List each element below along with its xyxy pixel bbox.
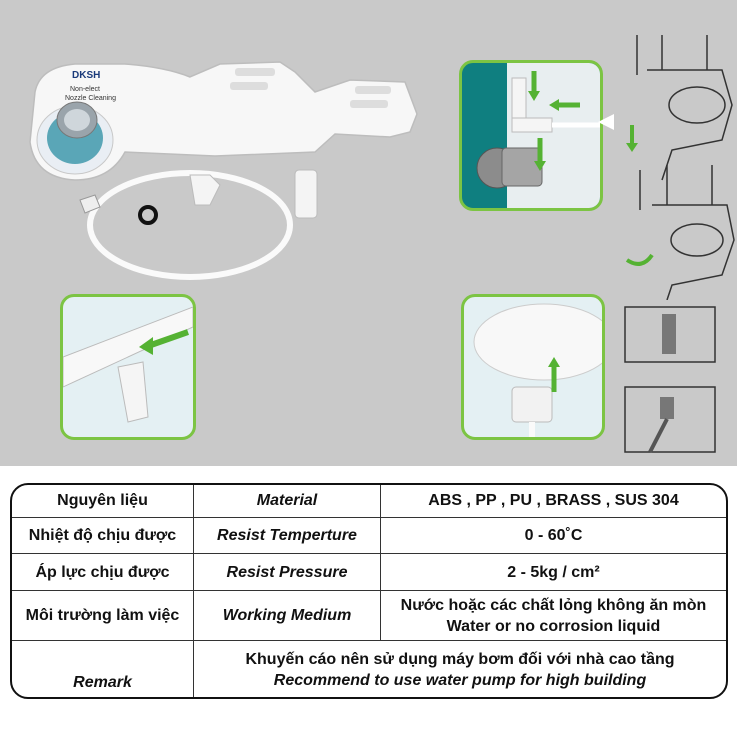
spec-value-vi: Nước hoặc các chất lỏng không ăn mòn xyxy=(400,597,707,614)
remark-label: Remark xyxy=(73,674,132,691)
valve-detail-frame xyxy=(459,60,603,211)
bidet-attachment-image xyxy=(29,61,418,181)
remark-text: Khuyến cáo nên sử dụng máy bơm đối với n… xyxy=(193,641,726,697)
spec-label-vi: Nhiệt độ chịu được xyxy=(28,527,177,544)
spec-row-pressure: Áp lực chịu được Resist Pressure 2 - 5kg… xyxy=(12,553,726,591)
product-image-panel: DKSH Non-elect Nozzle Cleaning xyxy=(0,0,737,466)
hose-connection-sketch xyxy=(624,306,716,453)
spec-label-vi: Nguyên liệu xyxy=(57,492,148,509)
spec-row-remark: Remark Khuyến cáo nên sử dụng máy bơm đố… xyxy=(12,640,726,697)
spec-value: Nước hoặc các chất lỏng không ăn mòn Wat… xyxy=(380,591,726,641)
hose-and-fittings-image xyxy=(79,169,318,280)
remark-text-en: Recommend to use water pump for high bui… xyxy=(273,671,647,689)
spec-row-material: Nguyên liệu Material ABS , PP , PU , BRA… xyxy=(12,485,726,517)
spec-label-vi: Môi trường làm việc xyxy=(25,607,180,624)
panel-text-line-1: Non-elect xyxy=(70,86,100,93)
spec-row-temperature: Nhiệt độ chịu được Resist Temperture 0 -… xyxy=(12,517,726,554)
spec-label-vi: Áp lực chịu được xyxy=(35,563,170,581)
valve-detail-image xyxy=(476,63,600,208)
spec-label-en: Resist Temperture xyxy=(193,518,380,554)
inlet-connect-image xyxy=(473,303,602,437)
spec-value: ABS , PP , PU , BRASS , SUS 304 xyxy=(380,485,726,517)
brand-logo: DKSH xyxy=(72,70,101,81)
remark-text-vi: Khuyến cáo nên sử dụng máy bơm đối với n… xyxy=(245,650,675,668)
spec-value-en: Water or no corrosion liquid xyxy=(446,618,661,635)
nozzle-mount-frame xyxy=(60,294,196,440)
spec-table: Nguyên liệu Material ABS , PP , PU , BRA… xyxy=(10,483,728,699)
spec-value: 0 - 60˚C xyxy=(380,518,726,554)
spec-label-en: Working Medium xyxy=(193,591,380,641)
spec-value: 2 - 5kg / cm² xyxy=(380,554,726,591)
inlet-connect-frame xyxy=(461,294,605,440)
spec-label-en: Resist Pressure xyxy=(193,554,380,591)
pointer-arrow xyxy=(598,114,614,130)
spec-label-en: Material xyxy=(193,485,380,517)
spec-row-medium: Môi trường làm việc Working Medium Nước … xyxy=(12,590,726,641)
nozzle-mount-image xyxy=(63,306,193,423)
panel-text-line-2: Nozzle Cleaning xyxy=(65,95,116,102)
toilet-install-sketch xyxy=(625,35,735,300)
